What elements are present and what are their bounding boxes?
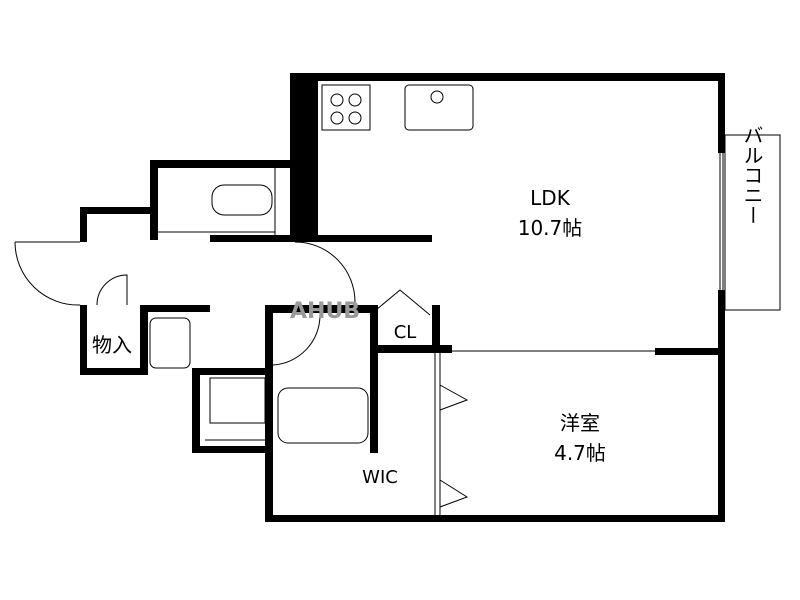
wic-label: WIC: [362, 467, 398, 488]
ldk-size: 10.7帖: [518, 216, 583, 240]
storage-label: 物入: [92, 333, 132, 357]
watermark: AHUB: [290, 299, 360, 324]
thin-lines: [14, 84, 781, 515]
ldk-label: LDK: [530, 186, 571, 210]
closet-label: CL: [394, 322, 417, 343]
western-room-size: 4.7帖: [554, 441, 606, 465]
balcony-outline: [724, 134, 781, 311]
walls: [80, 73, 725, 522]
western-room-label: 洋室: [560, 411, 600, 435]
balcony-label: バルコニー: [740, 125, 764, 225]
